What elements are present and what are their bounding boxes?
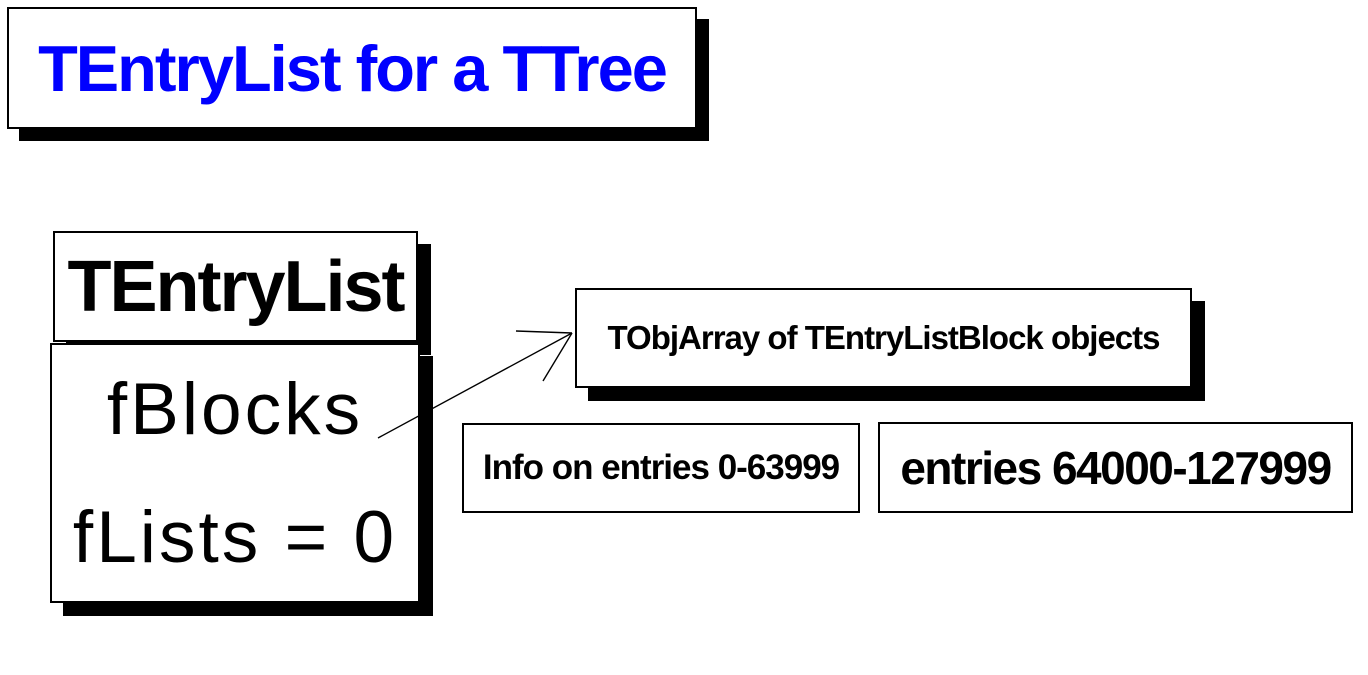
tobjarray-box: TObjArray of TEntryListBlock objects [575,288,1192,388]
title-text: TEntryList for a TTree [38,31,668,105]
title-box: TEntryList for a TTree [7,7,697,129]
entries-range-label: entries 64000-127999 [900,441,1332,494]
field-flists: fLists = 0 [72,496,398,578]
field-fblocks: fBlocks [106,368,364,450]
tentrylist-header-box: TEntryList [53,231,418,342]
info-entries-box: Info on entries 0-63999 [462,423,860,513]
info-entries-label: Info on entries 0-63999 [482,448,840,487]
tentrylist-body-box: fBlocks fLists = 0 [50,343,420,603]
tobjarray-label: TObjArray of TEntryListBlock objects [607,319,1160,356]
entries-range-box: entries 64000-127999 [878,422,1353,513]
tentrylist-class-name: TEntryList [67,246,405,327]
